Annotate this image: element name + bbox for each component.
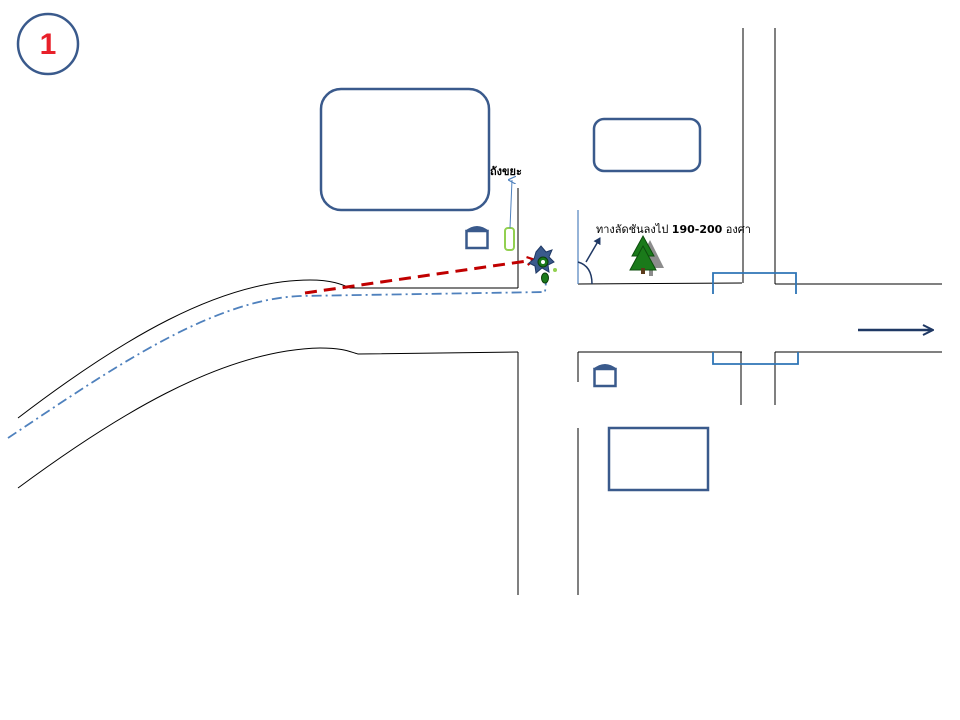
slope-label-range: 190-200: [672, 223, 723, 236]
road-edge-lower: [17, 347, 519, 489]
house-icon: [593, 364, 617, 388]
badge-number: 1: [40, 28, 57, 61]
building-lower-right: [607, 426, 710, 492]
slope-angle-arc: [577, 261, 593, 285]
road-edge-upper: [17, 279, 518, 419]
curved-road: [17, 279, 519, 489]
slope-arrow: [585, 237, 601, 263]
house-icon: [465, 226, 489, 250]
bridge-upper-rail: [712, 272, 797, 294]
buildings: [319, 87, 710, 492]
slope-label-suffix: องศา: [722, 223, 751, 236]
bike-path: [7, 281, 547, 439]
trash-bin-pointer: [510, 180, 512, 229]
far-right-road: [740, 28, 776, 405]
slope-label-prefix: ทางลัดชันลงไป: [596, 223, 672, 236]
tree-icon: [629, 234, 664, 276]
vertical-road: [517, 188, 579, 595]
bridge-lower-rail: [712, 352, 799, 365]
vehicle-path: [304, 260, 534, 295]
building-upper-right: [592, 117, 702, 173]
scene-number-badge: 1: [16, 12, 80, 76]
motorcycle-icon: [528, 245, 557, 284]
slope-label: ทางลัดชันลงไป 190-200 องศา: [596, 223, 751, 236]
trash-bin-label: ถังขยะ: [490, 165, 522, 178]
badge-circle: [16, 12, 80, 76]
right-road: [577, 282, 942, 382]
right-road-upper-edge-a: [577, 282, 743, 285]
bridge: [712, 272, 799, 365]
building-large-left: [319, 87, 491, 212]
slope-marker: [577, 210, 601, 285]
trash-bin-icon: [504, 227, 515, 251]
